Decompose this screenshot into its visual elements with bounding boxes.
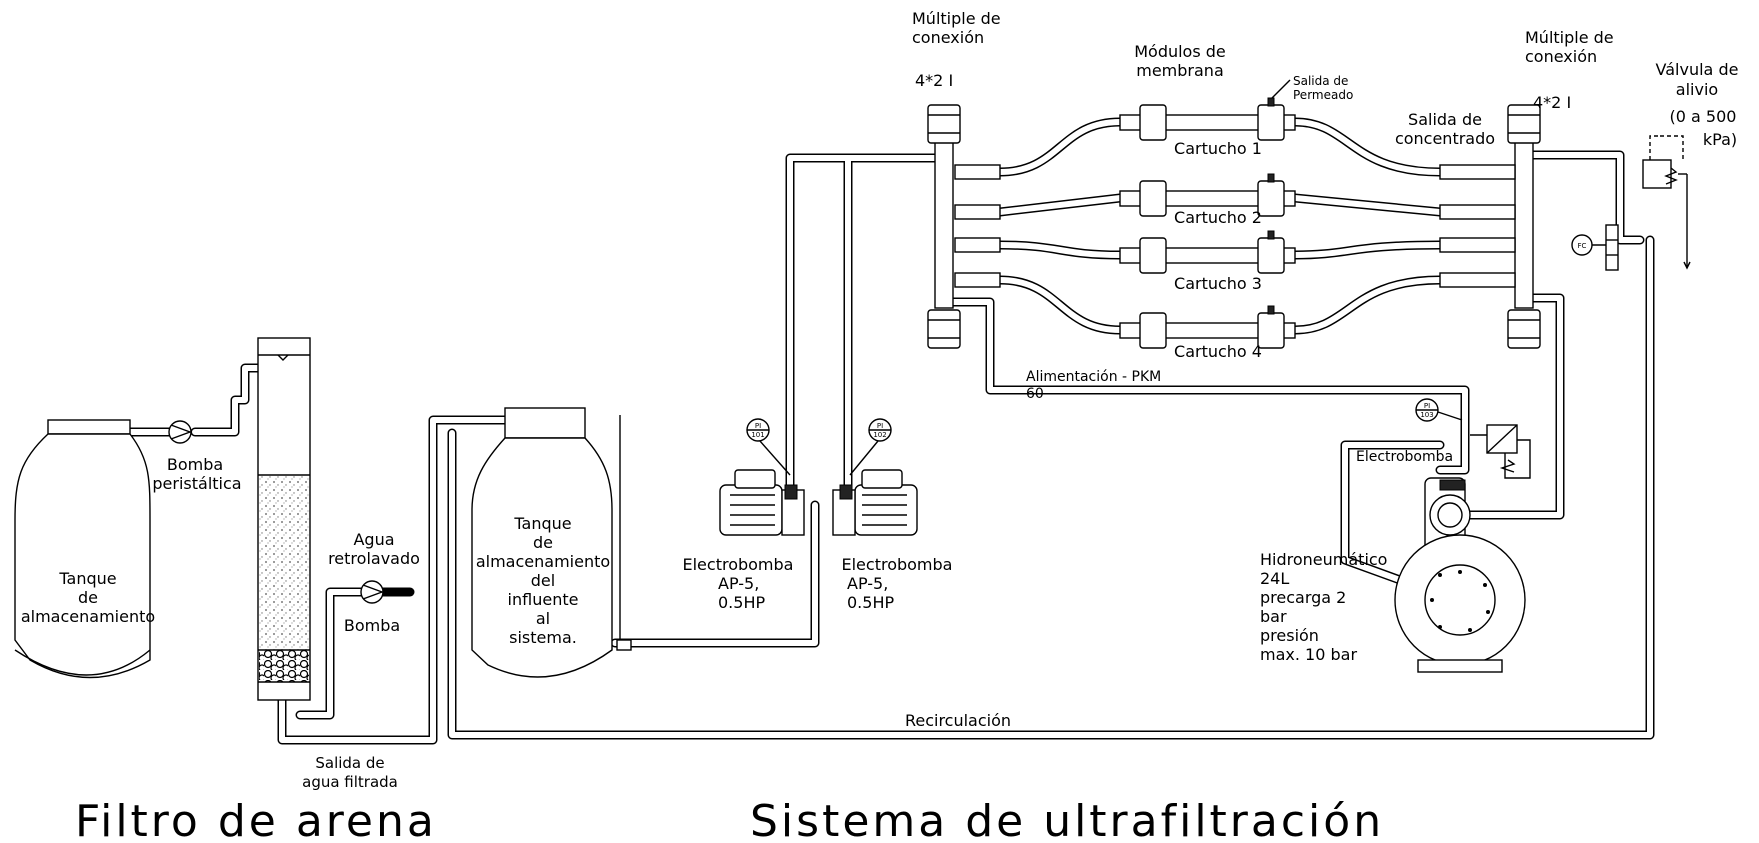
storage-tank [14,419,151,679]
backwash-pump-icon [360,580,385,604]
sand-filter-title: Filtro de arena [75,796,437,843]
relief-valve-icon [1642,135,1691,270]
influent-tank-label-7: sistema. [509,628,577,647]
concentrate-outlet-label-2: concentrado [1395,129,1495,148]
influent-tank-label-3: almacenamiento [476,552,610,571]
flow-controller: FC [1571,224,1619,271]
piping-inner [127,119,1653,743]
permeate-outlet-label-1: Salida de [1293,74,1348,88]
pi-103-tag: PI [1424,402,1430,410]
membrane-modules-label-2: membrana [1136,61,1224,80]
influent-tank-label-5: influente [508,590,579,609]
peristaltic-pump-icon [168,420,193,444]
manifold-left-label-1: Múltiple de [912,9,1001,28]
cartridge-1 [1119,97,1296,141]
cartridge-2-label: Cartucho 2 [1174,208,1262,227]
manifold-right-label-2: conexión [1525,47,1597,66]
peristaltic-pump-label-2: peristáltica [152,474,241,493]
pi-103-number: 103 [1420,411,1433,419]
membrane-modules-label-1: Módulos de [1134,42,1226,61]
relief-valve-label-3: (0 a 500 [1670,107,1737,126]
influent-tank-label-4: del [531,571,555,590]
influent-tank-label-2: de [533,533,553,552]
hydropneumatic-tank [1394,534,1526,673]
hydropneumatic-label-3: precarga 2 [1260,588,1346,607]
hydropneumatic-label-2: 24L [1260,569,1289,588]
cartridge-4 [1119,305,1296,349]
cartridge-1-label: Cartucho 1 [1174,139,1262,158]
electropump-2-label-3: 0.5HP [847,593,894,612]
uf-system-title: Sistema de ultrafiltración [750,796,1384,843]
concentrate-outlet-label-1: Salida de [1408,110,1482,129]
storage-tank-label-3: almacenamiento [21,607,155,626]
influent-tank-label-1: Tanque [513,514,571,533]
electropump-2 [832,469,918,536]
pump-label: Bomba [344,616,400,635]
relief-valve-label-4: kPa) [1703,130,1737,149]
electropump-3-label: Electrobomba [1356,449,1453,465]
pressure-indicator-102: PI 102 [849,418,892,476]
cartridge-3-label: Cartucho 3 [1174,274,1262,293]
relief-valve-label-2: alivio [1676,80,1718,99]
feed-line-label-1: Alimentación - PKM [1026,369,1161,385]
fc-tag: FC [1578,242,1587,250]
filtered-water-label-1: Salida de [315,754,384,772]
pressure-indicator-101: PI 101 [746,418,791,476]
cartridge-2 [1119,173,1296,217]
storage-tank-label-2: de [78,588,98,607]
sand-filter [257,337,311,701]
manifold-left [927,104,1001,349]
cartridge-3 [1119,230,1296,274]
influent-tank [471,407,632,678]
pressure-indicator-103: PI 103 [1415,398,1463,422]
recirculation-label: Recirculación [905,711,1011,730]
hydropneumatic-label-4: bar [1260,607,1287,626]
pi-101-tag: PI [755,422,761,430]
backwash-water-label-1: Agua [353,530,394,549]
backwash-water-label-2: retrolavado [328,549,420,568]
electropump-2-label-1: Electrobomba [842,555,953,574]
permeate-outlet-label-2: Permeado [1293,88,1353,102]
hydropneumatic-label-1: Hidroneumático [1260,550,1387,569]
peristaltic-pump-label-1: Bomba [167,455,223,474]
manifold-left-label-2: conexión [912,28,984,47]
relief-valve-label-1: Válvula de [1656,60,1739,79]
storage-tank-label-1: Tanque [58,569,116,588]
electropump-1 [719,469,805,536]
pi-101-number: 101 [751,431,764,439]
influent-tank-label-6: al [536,609,550,628]
electropump-1-label-1: Electrobomba [683,555,794,574]
manifold-right-label-1: Múltiple de [1525,28,1614,47]
pi-102-number: 102 [873,431,886,439]
electropump-1-label-3: 0.5HP [718,593,765,612]
membrane-cartridges [1119,97,1296,349]
manifold-right-size: 4*2 I [1533,93,1571,112]
feed-line-label-2: 60 [1026,386,1044,402]
cartridge-4-label: Cartucho 4 [1174,342,1262,361]
hydropneumatic-label-6: max. 10 bar [1260,645,1357,664]
filtered-water-label-2: agua filtrada [302,773,398,791]
manifold-right [1439,104,1541,349]
electropump-1-label-2: AP-5, [718,574,759,593]
pressure-switch-icon [1470,424,1531,479]
pi-102-tag: PI [877,422,883,430]
manifold-left-size: 4*2 I [915,71,953,90]
hydropneumatic-label-5: presión [1260,626,1319,645]
electropump-2-label-2: AP-5, [847,574,888,593]
